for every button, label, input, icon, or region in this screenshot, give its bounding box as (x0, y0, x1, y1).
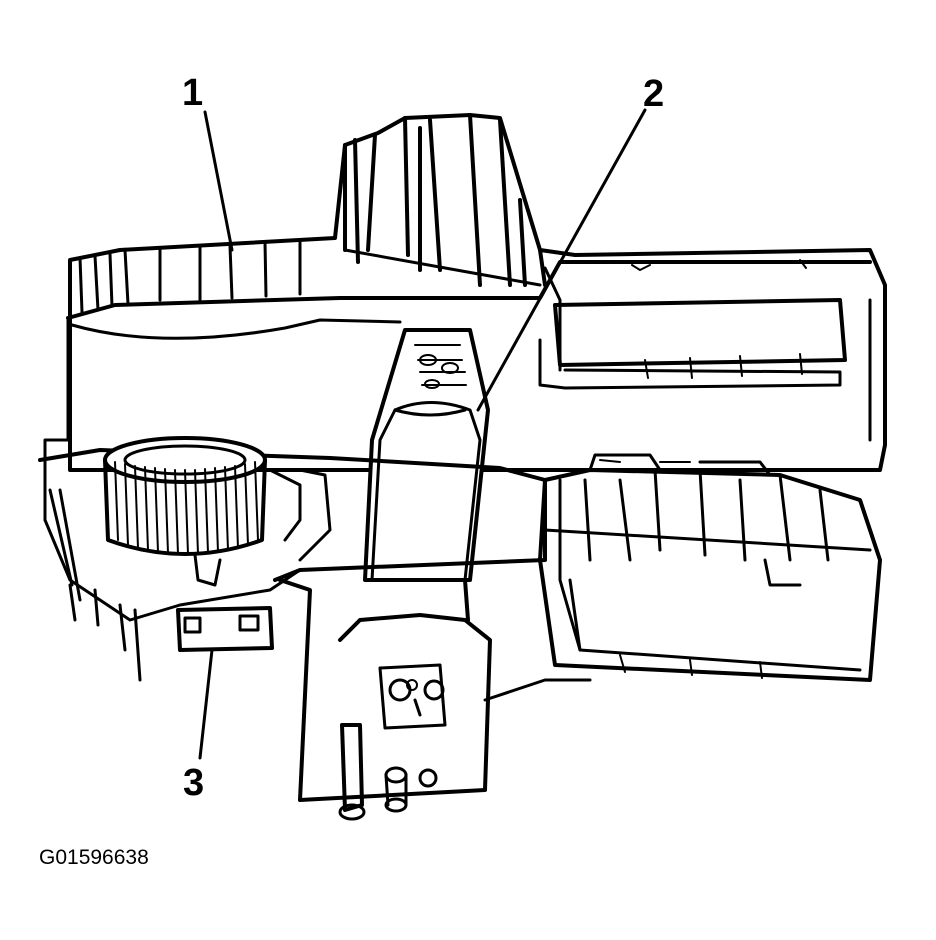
leader-line-2 (476, 108, 647, 412)
leader-line-3 (198, 648, 214, 760)
center-duct (363, 328, 490, 582)
blower-motor-resistor (176, 606, 274, 652)
upper-hvac-case (43, 113, 887, 522)
leader-line-1 (203, 110, 234, 252)
heater-core-cover (278, 578, 592, 821)
evaporator-case (538, 453, 882, 682)
blower-fan-wheel (103, 436, 267, 587)
callout-2: 2 (643, 73, 664, 115)
figure-id: G01596638 (39, 846, 149, 869)
callout-3: 3 (183, 762, 204, 804)
callout-1: 1 (182, 72, 203, 114)
